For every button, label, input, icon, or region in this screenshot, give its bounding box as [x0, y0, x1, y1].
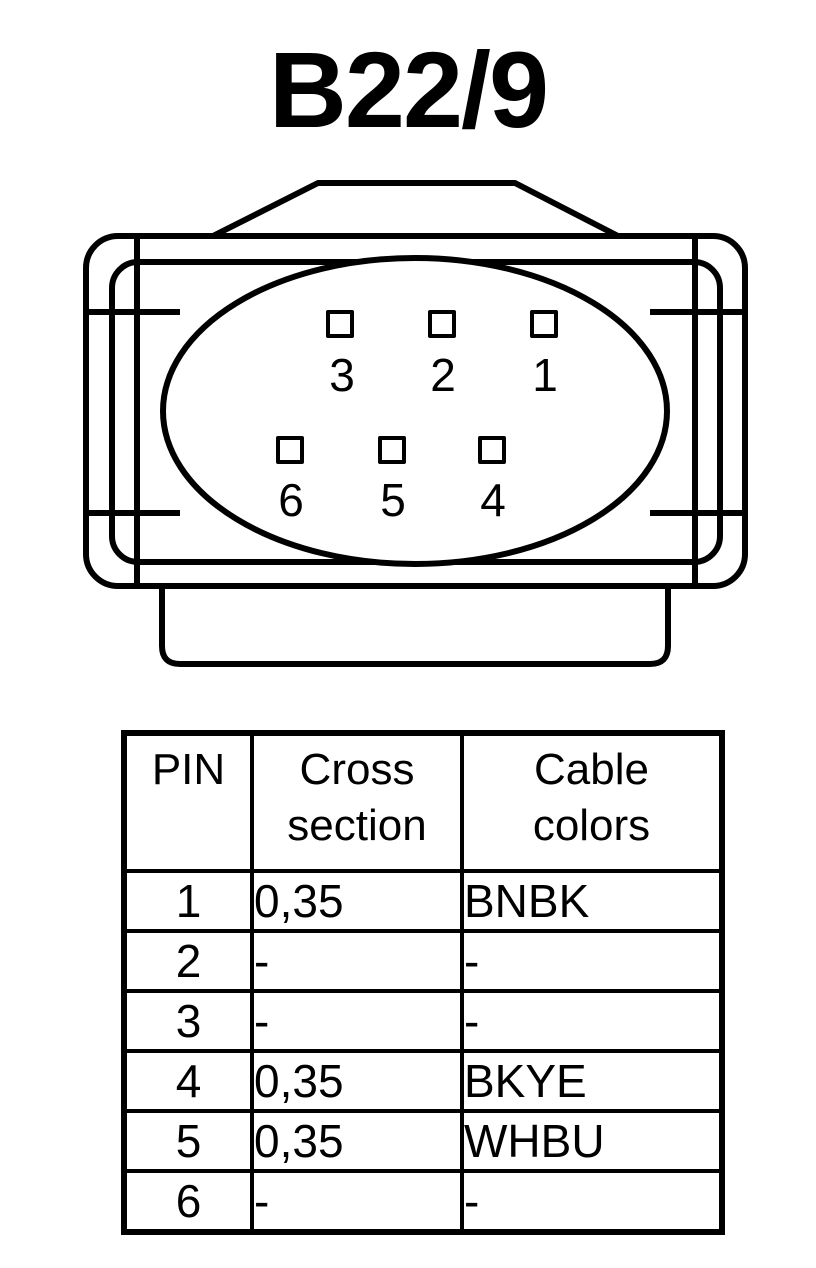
cell-pin: 2 [122, 929, 254, 993]
cell-pin: 5 [122, 1109, 254, 1173]
cell-cross-section: - [250, 929, 464, 993]
cell-cable-color: - [460, 929, 724, 993]
cell-cable-color: - [460, 1169, 724, 1234]
cell-cross-section: - [250, 989, 464, 1053]
table-row: 4 0,35 BKYE [122, 1049, 724, 1113]
cell-cable-color: - [460, 989, 724, 1053]
pin-4-square [478, 436, 506, 464]
pin-6-square [276, 436, 304, 464]
pin-label: 1 [532, 349, 558, 401]
pin-label: 2 [430, 349, 456, 401]
pin-1-square [530, 310, 558, 338]
table-row: 3 - - [122, 989, 724, 1053]
table-row: 6 - - [122, 1169, 724, 1234]
cell-pin: 1 [122, 869, 254, 933]
pin-2-square [428, 310, 456, 338]
cell-cross-section: 0,35 [250, 1049, 464, 1113]
cell-cross-section: 0,35 [250, 1109, 464, 1173]
connector-top-key [211, 180, 620, 239]
cell-cable-color: BKYE [460, 1049, 724, 1113]
connector-bottom-tab [159, 586, 671, 667]
connector-outer-housing [83, 233, 748, 589]
table-row: 5 0,35 WHBU [122, 1109, 724, 1173]
header-pin: PIN [122, 731, 254, 873]
table-row: 1 0,35 BNBK [122, 869, 724, 933]
cell-pin: 6 [122, 1169, 254, 1234]
connector-face-oval [160, 255, 670, 567]
pin-label: 4 [480, 474, 506, 526]
connector-drawing: 3 2 1 6 5 4 [83, 180, 748, 667]
pin-3-square [326, 310, 354, 338]
cell-cable-color: BNBK [460, 869, 724, 933]
cell-pin: 3 [122, 989, 254, 1053]
cell-cable-color: WHBU [460, 1109, 724, 1173]
diagram-title: B22/9 [268, 29, 549, 150]
pin-label: 6 [278, 474, 304, 526]
cell-pin: 4 [122, 1049, 254, 1113]
pin-5-square [378, 436, 406, 464]
cell-cross-section: - [250, 1169, 464, 1234]
pin-label: 5 [380, 474, 406, 526]
table-row: 2 - - [122, 929, 724, 993]
cell-cross-section: 0,35 [250, 869, 464, 933]
pin-label: 3 [329, 349, 355, 401]
